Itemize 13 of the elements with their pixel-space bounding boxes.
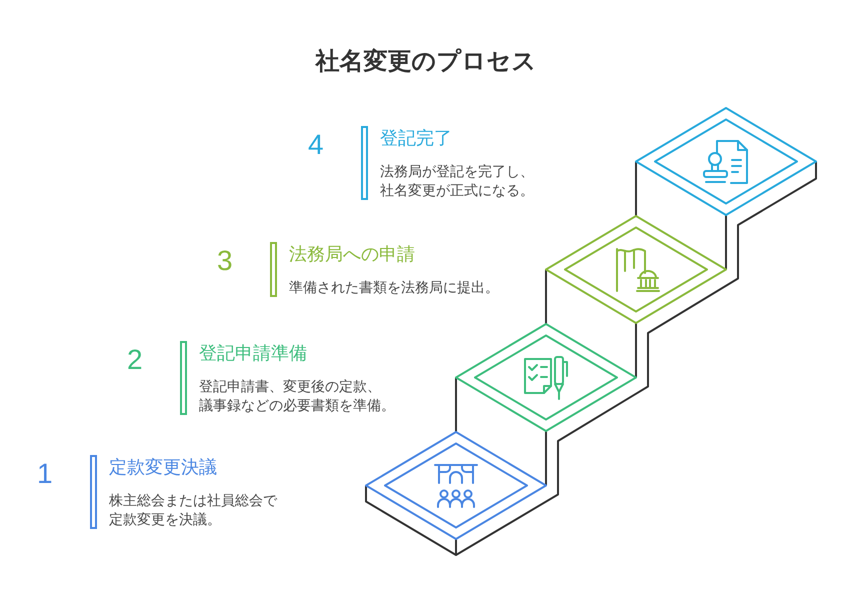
diagram-title: 社名変更のプロセス xyxy=(316,47,536,77)
step-title: 法務局への申請 xyxy=(289,243,416,266)
step-description: 準備された書類を法務局に提出。 xyxy=(289,278,500,297)
step-title: 登記完了 xyxy=(380,127,453,150)
step-title: 定款変更決議 xyxy=(109,456,218,479)
step-number: 4 xyxy=(308,131,324,159)
step-description: 法務局が登記を完了し、社名変更が正式になる。 xyxy=(380,162,535,200)
step-description: 登記申請書、変更後の定款、議事録などの必要書類を準備。 xyxy=(199,377,396,415)
step-number: 2 xyxy=(127,346,143,374)
step-number: 1 xyxy=(37,460,53,488)
step-number: 3 xyxy=(217,247,233,275)
step-description: 株主総会または社員総会で定款変更を決議。 xyxy=(109,491,278,529)
step-title: 登記申請準備 xyxy=(199,342,308,365)
